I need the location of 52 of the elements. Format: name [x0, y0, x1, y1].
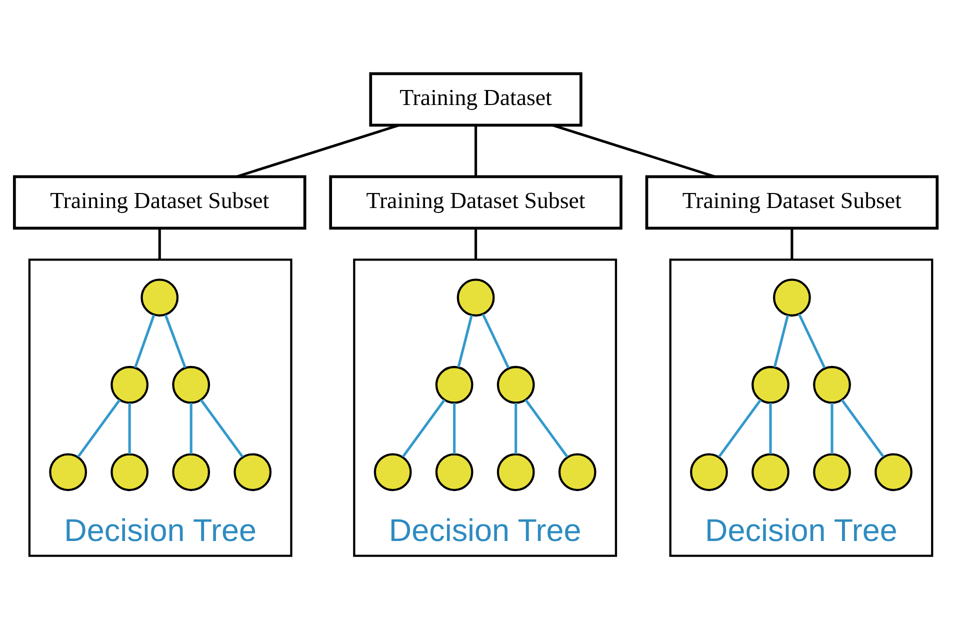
- connector: [474, 125, 478, 176]
- connector: [190, 402, 192, 454]
- connector: [474, 228, 478, 260]
- node-box: Training Dataset Subset: [329, 174, 622, 230]
- connector: [453, 402, 456, 454]
- node-circle: [813, 452, 851, 491]
- node-circle: [496, 365, 535, 404]
- connector: [798, 313, 826, 368]
- connector: [552, 124, 716, 178]
- node-box: Training Dataset: [369, 72, 582, 126]
- node-circle: [813, 365, 851, 404]
- node-circle: [435, 452, 474, 491]
- connector: [769, 402, 772, 454]
- connector: [402, 398, 446, 458]
- connector: [773, 314, 790, 368]
- node-circle: [752, 365, 790, 404]
- connector: [77, 398, 121, 458]
- node-circle: [49, 452, 88, 491]
- connector: [158, 228, 161, 260]
- cluster: Decision Tree: [669, 258, 934, 556]
- node-circle: [172, 452, 210, 491]
- node-circle: [435, 365, 474, 404]
- node-circle: [110, 365, 149, 404]
- connector: [790, 228, 794, 260]
- connector: [457, 314, 473, 368]
- node-circle: [496, 452, 535, 491]
- connector: [236, 124, 400, 178]
- node-circle: [772, 278, 811, 316]
- node-circle: [234, 452, 272, 491]
- node-box: Training Dataset Subset: [12, 174, 306, 230]
- node-circle: [172, 365, 210, 404]
- connector: [128, 402, 131, 454]
- connector: [164, 314, 186, 368]
- connector: [134, 314, 156, 368]
- node-circle: [456, 278, 495, 316]
- connector: [840, 398, 884, 458]
- connector: [830, 402, 834, 454]
- node-circle: [752, 452, 790, 491]
- node-circle: [690, 452, 728, 491]
- node-circle: [374, 452, 412, 491]
- node-circle: [558, 452, 596, 491]
- node-box: Training Dataset Subset: [645, 174, 939, 230]
- connector: [482, 313, 510, 368]
- connector: [718, 398, 762, 458]
- cluster: Decision Tree: [353, 258, 618, 556]
- cluster: Decision Tree: [28, 258, 292, 556]
- node-circle: [110, 452, 149, 491]
- connector: [200, 398, 244, 458]
- connector: [514, 402, 518, 454]
- node-circle: [140, 278, 179, 316]
- node-circle: [874, 452, 912, 491]
- connector: [524, 398, 568, 458]
